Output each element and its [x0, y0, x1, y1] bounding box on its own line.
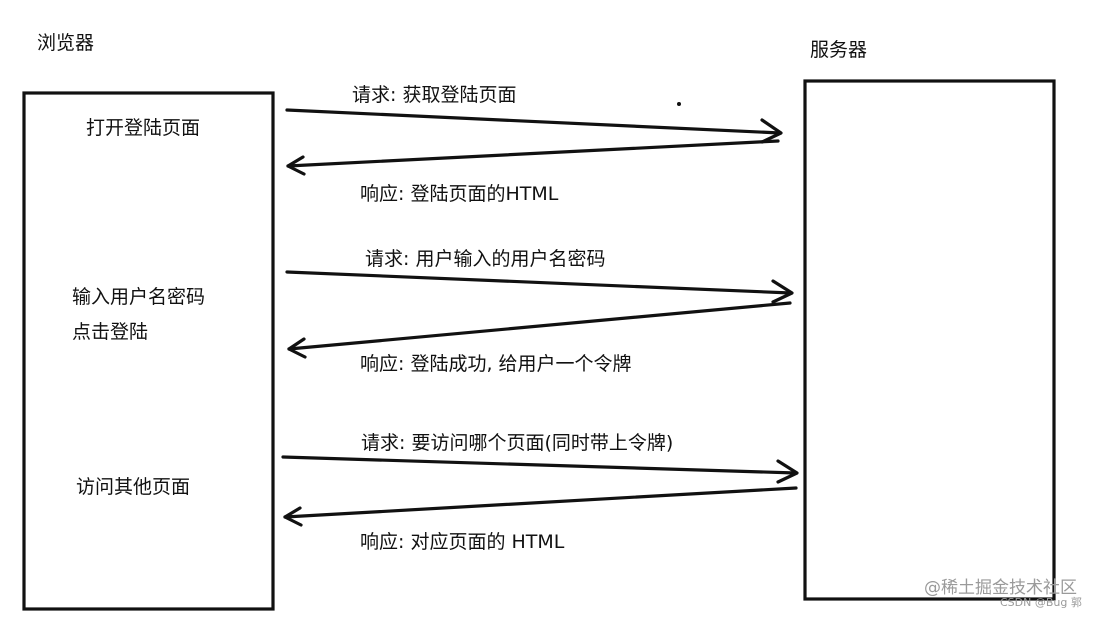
browser-step-open-login: 打开登陆页面 [86, 117, 201, 139]
arrow-request-get-login-page [285, 108, 783, 144]
message-label-6: 响应: 对应页面的 HTML [360, 531, 565, 553]
arrow-request-page-with-token [281, 455, 799, 484]
arrow-response-login-page-html [286, 139, 780, 176]
server-box [803, 79, 1056, 601]
browser-title: 浏览器 [37, 32, 95, 54]
stray-dot [677, 102, 681, 106]
browser-step-click-login: 点击登陆 [72, 321, 149, 343]
message-label-2: 响应: 登陆页面的HTML [360, 183, 559, 205]
browser-box [22, 91, 275, 611]
message-label-4: 响应: 登陆成功, 给用户一个令牌 [360, 353, 632, 375]
message-label-5: 请求: 要访问哪个页面(同时带上令牌) [361, 432, 674, 454]
message-label-3: 请求: 用户输入的用户名密码 [365, 248, 606, 270]
message-label-1: 请求: 获取登陆页面 [352, 84, 517, 106]
browser-step-enter-credentials: 输入用户名密码 [72, 286, 206, 308]
server-title: 服务器 [810, 39, 868, 61]
arrow-response-login-success-token [287, 301, 792, 359]
arrow-response-page-html [283, 486, 798, 527]
watermark-author: CSDN @Bug 郭 [1000, 596, 1082, 609]
arrow-request-credentials [285, 270, 794, 304]
browser-step-visit-other-page: 访问其他页面 [76, 476, 191, 498]
watermark-platform: @稀土掘金技术社区 [924, 578, 1077, 598]
